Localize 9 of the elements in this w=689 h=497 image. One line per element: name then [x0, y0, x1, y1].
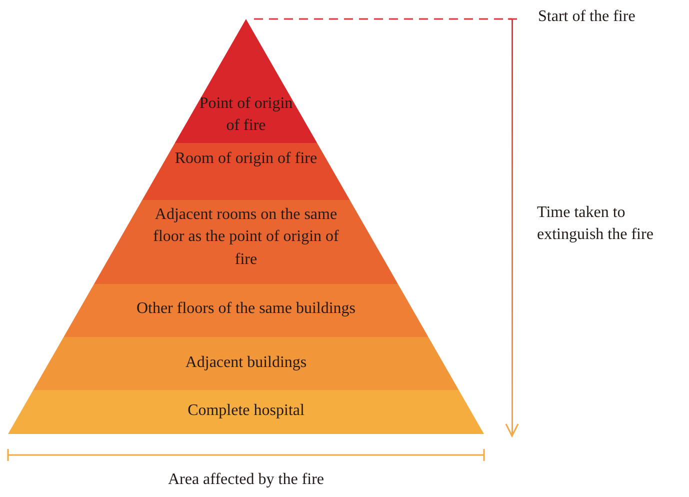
level-text: Adjacent rooms on the same floor as the point of origin of fire	[152, 205, 340, 270]
axis-label: Start of the fire	[538, 7, 636, 27]
level-text: Point of origin of fire	[198, 94, 294, 136]
level-text: Room of origin of fire	[174, 149, 318, 169]
level-text: Other floors of the same buildings	[135, 299, 357, 319]
axis-label: Time taken to extinguish the fire	[537, 203, 654, 246]
axis-label: Area affected by the fire	[166, 470, 326, 490]
level-text: Adjacent buildings	[184, 353, 308, 373]
level-text: Complete hospital	[186, 401, 306, 421]
